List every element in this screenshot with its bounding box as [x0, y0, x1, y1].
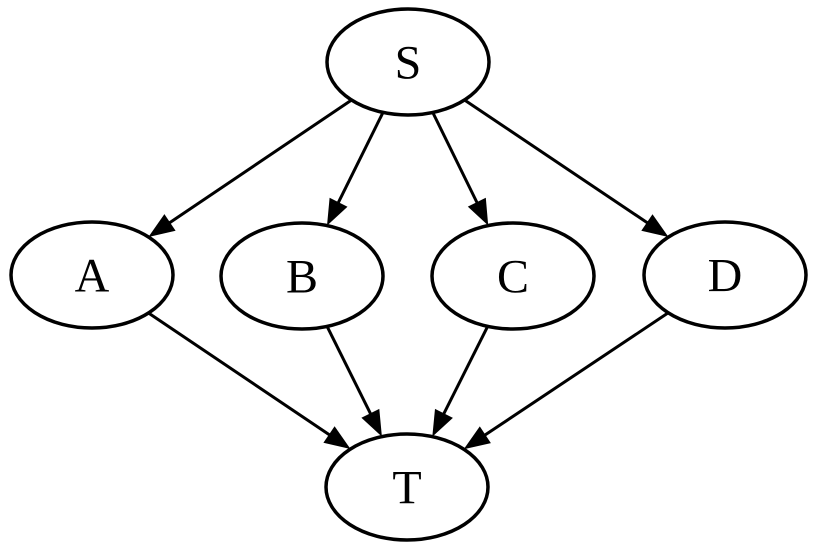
node-ellipse	[430, 221, 596, 331]
node-label: T	[392, 461, 421, 514]
node-D: D	[642, 220, 808, 330]
edge-line	[431, 111, 480, 205]
edge-line	[167, 98, 353, 225]
arrowhead-icon	[361, 408, 382, 437]
arrowhead-icon	[432, 408, 453, 437]
node-label: C	[497, 250, 529, 303]
node-T: T	[324, 432, 490, 542]
arrowhead-icon	[641, 214, 669, 237]
node-label: D	[708, 249, 743, 302]
node-ellipse	[325, 7, 491, 117]
edge-line	[147, 311, 332, 437]
edge-S-D	[463, 98, 669, 237]
edge-A-T	[147, 311, 351, 449]
edge-D-T	[463, 311, 670, 450]
edge-line	[441, 325, 490, 416]
node-label: A	[75, 249, 110, 302]
node-ellipse	[642, 220, 808, 330]
edge-S-A	[148, 98, 353, 237]
node-A: A	[9, 220, 175, 330]
arrowhead-icon	[467, 197, 489, 226]
node-ellipse	[324, 432, 490, 542]
edge-line	[482, 311, 670, 438]
node-label: S	[395, 36, 422, 89]
arrowhead-icon	[323, 426, 351, 449]
node-C: C	[430, 221, 596, 331]
arrowhead-icon	[327, 197, 348, 226]
arrowhead-icon	[148, 214, 176, 237]
arrowhead-icon	[463, 426, 491, 450]
node-B: B	[219, 221, 385, 331]
edge-S-B	[327, 111, 385, 226]
node-label: B	[286, 250, 318, 303]
edge-C-T	[432, 325, 490, 437]
node-S: S	[325, 7, 491, 117]
node-ellipse	[219, 221, 385, 331]
edge-S-C	[431, 111, 489, 226]
edge-line	[325, 325, 373, 416]
edge-B-T	[325, 325, 382, 437]
edge-line	[336, 111, 385, 205]
node-ellipse	[9, 220, 175, 330]
edge-line	[463, 98, 650, 225]
